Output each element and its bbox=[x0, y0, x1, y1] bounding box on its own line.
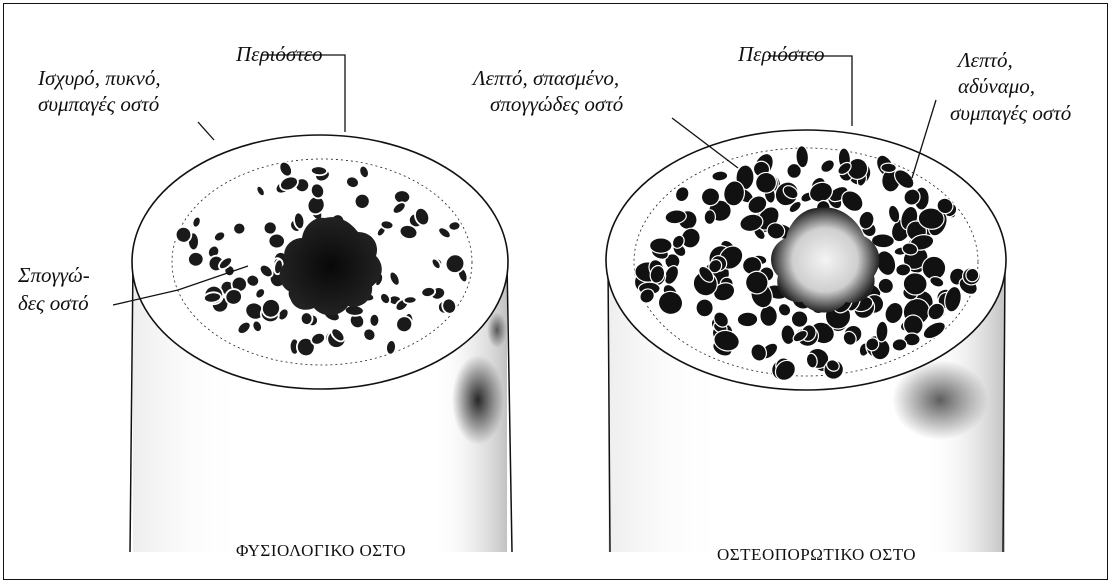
osteoporotic-bone-caption: ΟΣΤΕΟΠΟΡΩΤΙΚΟ ΟΣΤΟ bbox=[717, 545, 916, 565]
trabecular-pore bbox=[448, 221, 461, 232]
normal-spongy-label-line2: δες οστό bbox=[18, 291, 89, 315]
trabecular-pore bbox=[737, 312, 758, 327]
trabecular-pore bbox=[268, 233, 285, 248]
trabecular-pore bbox=[300, 312, 312, 325]
trabecular-pore bbox=[187, 251, 204, 267]
normal-spongy-label-line1: Σπογγώ- bbox=[18, 263, 90, 287]
normal-bone-caption: ΦΥΣΙΟΛΟΓΙΚΟ ΟΣΤΟ bbox=[236, 541, 406, 561]
trabecular-pore bbox=[650, 238, 672, 253]
normal-compact-label-line2: συμπαγές οστό bbox=[38, 92, 159, 116]
normal-compact-label-line1: Ισχυρό, πυκνό, bbox=[38, 66, 161, 90]
osteoporotic-bone bbox=[606, 130, 1006, 552]
normal-bone-shaft-left-edge bbox=[130, 262, 133, 552]
osteo-compact-label-line2: αδύναμο, bbox=[958, 74, 1035, 98]
osteo-spongy-label-line1: Λεπτό, σπασμένο, bbox=[473, 66, 619, 90]
trabecular-pore bbox=[881, 163, 897, 173]
trabecular-pore bbox=[369, 314, 379, 327]
osteo-periosteum-label: Περιόστεο bbox=[738, 42, 825, 66]
osteo-spongy-label-line2: σπογγώδες οστό bbox=[490, 92, 623, 116]
trabecular-pore bbox=[696, 299, 713, 317]
trabecular-pore bbox=[311, 166, 328, 176]
trabecular-pore bbox=[232, 222, 246, 235]
leader-osteo-periosteum bbox=[768, 56, 852, 126]
trabecular-pore bbox=[704, 210, 716, 225]
leader-normal-periosteum bbox=[262, 55, 345, 132]
trabecular-pore bbox=[403, 296, 416, 304]
normal-bone-shadow bbox=[452, 355, 504, 445]
normal-bone-shaft-right-edge bbox=[507, 262, 512, 552]
osteo-compact-label-line1: Λεπτό, bbox=[958, 48, 1013, 72]
normal-periosteum-label: Περιόστεο bbox=[236, 42, 323, 66]
osteo-compact-label-line3: συμπαγές οστό bbox=[950, 101, 1071, 125]
normal-bone bbox=[130, 135, 512, 552]
leader-normal-compact bbox=[198, 122, 214, 140]
